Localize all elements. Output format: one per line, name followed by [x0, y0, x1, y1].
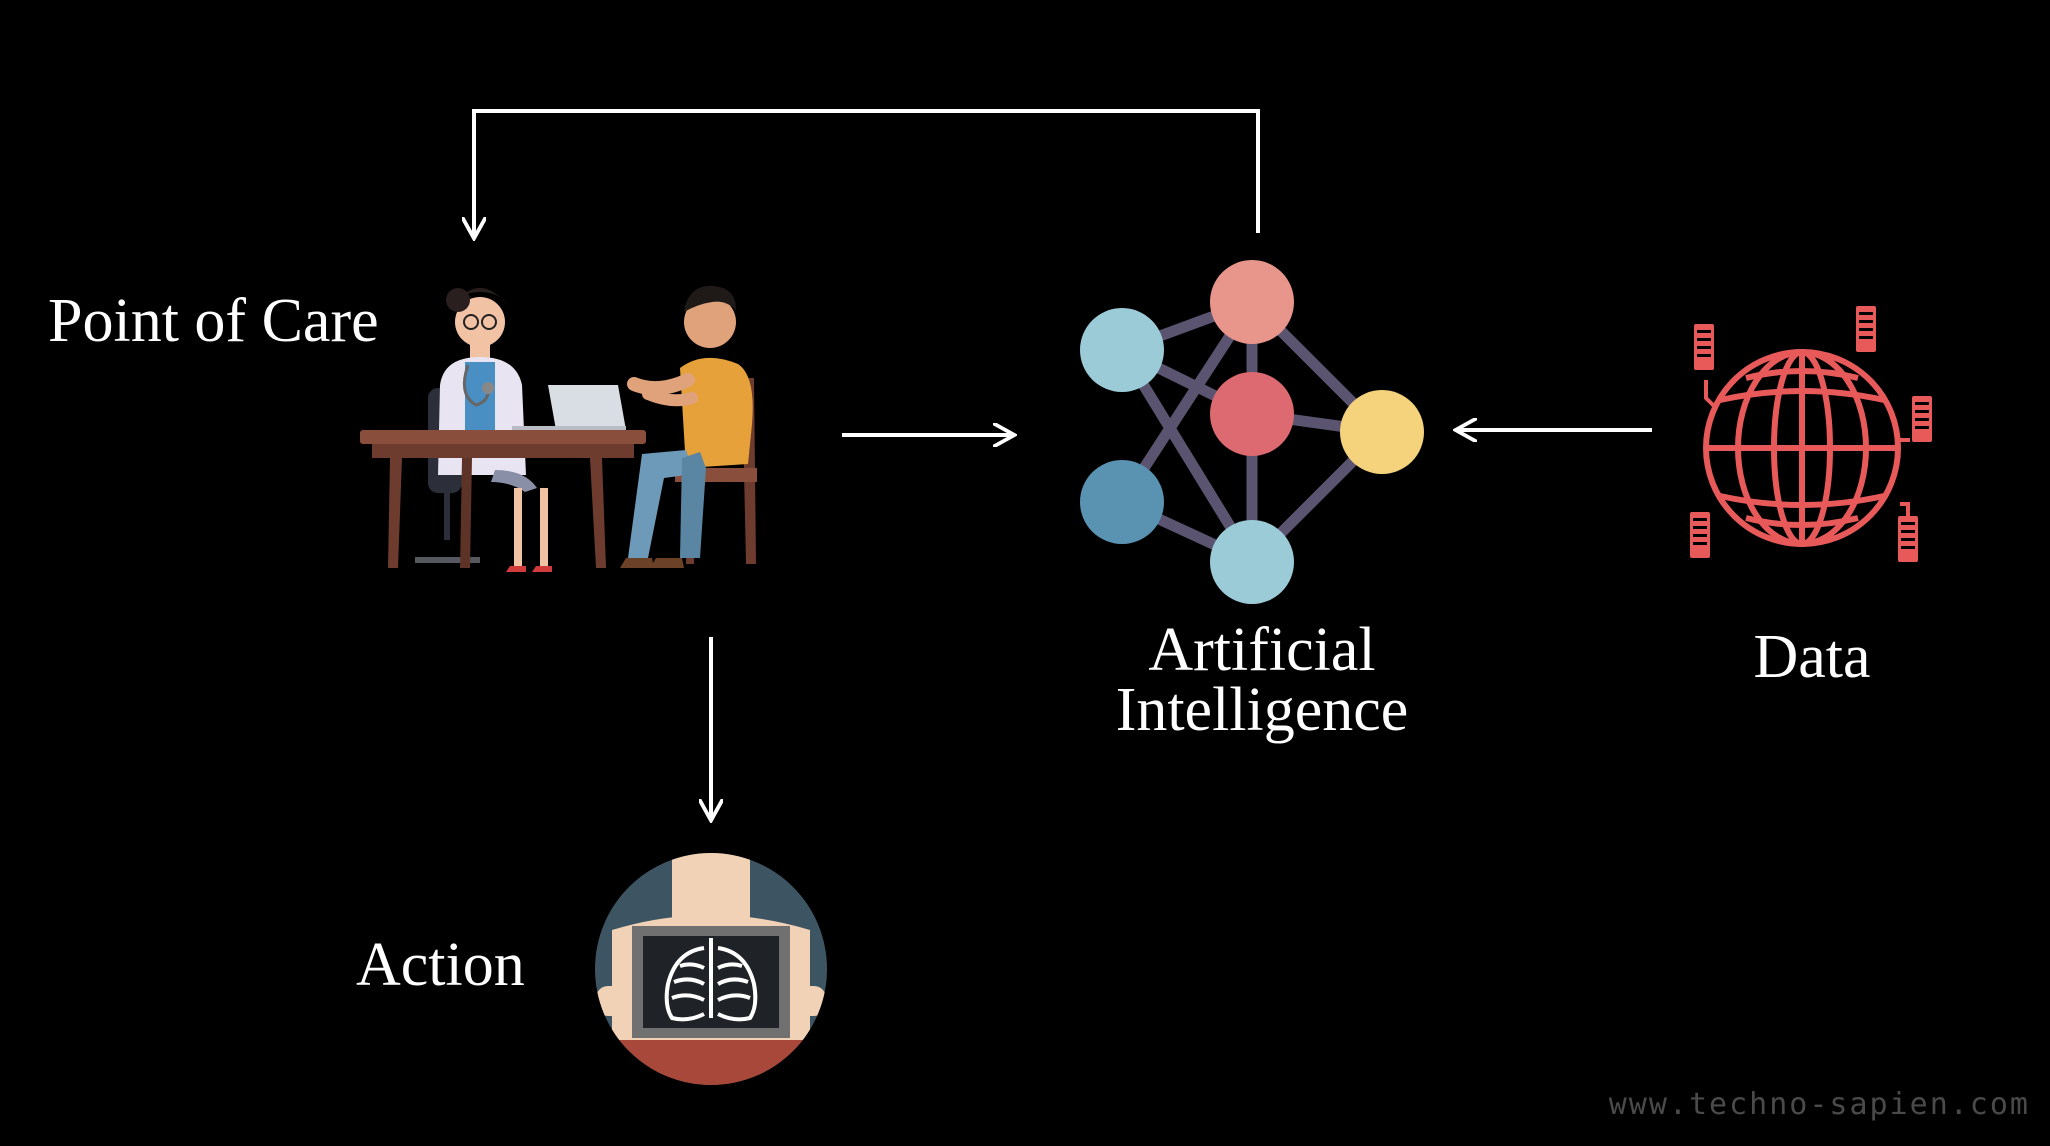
data-label: Data — [1753, 623, 1871, 691]
ai-label-line2: Intelligence — [1115, 676, 1409, 744]
globe-icon — [1694, 340, 1910, 547]
neural-network-icon — [1080, 260, 1424, 604]
feedback-arrow — [474, 109, 1260, 236]
nn-node-left-top — [1080, 308, 1164, 392]
xray-icon — [595, 853, 827, 1085]
point-of-care-label: Point of Care — [48, 287, 379, 355]
server-icons — [1690, 306, 1932, 562]
consultation-icon — [360, 285, 757, 572]
nn-node-bottom — [1210, 520, 1294, 604]
action-label: Action — [356, 931, 525, 999]
nn-node-left-bottom — [1080, 460, 1164, 544]
watermark-text: www.techno-sapien.com — [1608, 1087, 2030, 1122]
nn-node-center — [1210, 372, 1294, 456]
nn-node-top — [1210, 260, 1294, 344]
ai-label: Artificial Intelligence — [1062, 616, 1462, 744]
ai-label-line1: Artificial — [1148, 616, 1376, 684]
nn-node-right — [1340, 390, 1424, 474]
